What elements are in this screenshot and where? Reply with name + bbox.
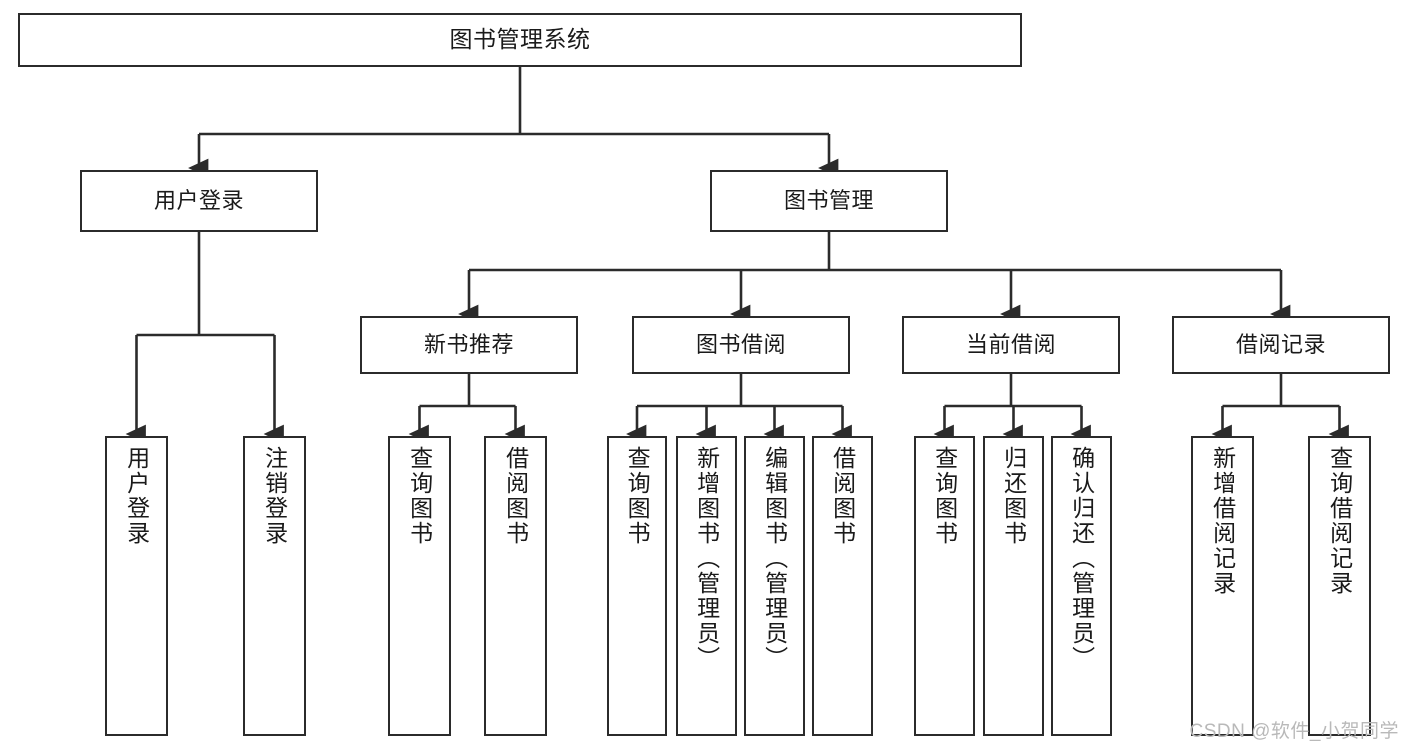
- node-leaf-return-book[interactable]: 归还图书: [983, 436, 1044, 736]
- node-leaf-return-book-label: 归还图书: [1000, 446, 1027, 546]
- node-leaf-query-borrow-record[interactable]: 查询借阅记录: [1308, 436, 1371, 736]
- node-book-manage[interactable]: 图书管理: [710, 170, 948, 232]
- node-borrow-record-label: 借阅记录: [1235, 331, 1326, 357]
- node-leaf-borrow-book-2[interactable]: 借阅图书: [812, 436, 873, 736]
- node-root-label: 图书管理系统: [449, 26, 591, 53]
- node-user-login[interactable]: 用户登录: [80, 170, 318, 232]
- node-leaf-query-book-1-label: 查询图书: [406, 446, 433, 546]
- node-borrow-record[interactable]: 借阅记录: [1172, 316, 1390, 374]
- node-book-borrow-label: 图书借阅: [695, 331, 786, 357]
- watermark-text: CSDN @软件_小贺同学: [1189, 721, 1399, 742]
- node-leaf-user-login[interactable]: 用户登录: [105, 436, 168, 736]
- node-leaf-edit-book-admin[interactable]: 编辑图书（管理员）: [744, 436, 805, 736]
- node-leaf-add-borrow-record[interactable]: 新增借阅记录: [1191, 436, 1254, 736]
- node-book-borrow[interactable]: 图书借阅: [632, 316, 850, 374]
- node-new-book-rec[interactable]: 新书推荐: [360, 316, 578, 374]
- node-leaf-borrow-book-1[interactable]: 借阅图书: [484, 436, 547, 736]
- node-leaf-edit-book-admin-label: 编辑图书（管理员）: [761, 446, 788, 671]
- node-root[interactable]: 图书管理系统: [18, 13, 1022, 67]
- node-leaf-add-book-admin[interactable]: 新增图书（管理员）: [676, 436, 737, 736]
- node-leaf-add-book-admin-label: 新增图书（管理员）: [693, 446, 720, 671]
- node-current-borrow-label: 当前借阅: [965, 331, 1056, 357]
- node-leaf-query-borrow-record-label: 查询借阅记录: [1326, 446, 1353, 596]
- node-leaf-query-book-3[interactable]: 查询图书: [914, 436, 975, 736]
- node-leaf-borrow-book-1-label: 借阅图书: [502, 446, 529, 546]
- node-user-login-label: 用户登录: [153, 187, 244, 213]
- node-leaf-user-login-label: 用户登录: [123, 446, 150, 546]
- node-leaf-query-book-3-label: 查询图书: [931, 446, 958, 546]
- node-book-manage-label: 图书管理: [783, 187, 874, 213]
- node-leaf-confirm-return-admin-label: 确认归还（管理员）: [1068, 446, 1095, 671]
- node-leaf-user-logout-label: 注销登录: [261, 446, 288, 546]
- node-leaf-query-book-1[interactable]: 查询图书: [388, 436, 451, 736]
- node-leaf-borrow-book-2-label: 借阅图书: [829, 446, 856, 546]
- node-new-book-rec-label: 新书推荐: [423, 331, 514, 357]
- node-leaf-query-book-2[interactable]: 查询图书: [607, 436, 667, 736]
- node-leaf-confirm-return-admin[interactable]: 确认归还（管理员）: [1051, 436, 1112, 736]
- node-leaf-user-logout[interactable]: 注销登录: [243, 436, 306, 736]
- node-current-borrow[interactable]: 当前借阅: [902, 316, 1120, 374]
- node-leaf-add-borrow-record-label: 新增借阅记录: [1209, 446, 1236, 596]
- node-leaf-query-book-2-label: 查询图书: [624, 446, 651, 546]
